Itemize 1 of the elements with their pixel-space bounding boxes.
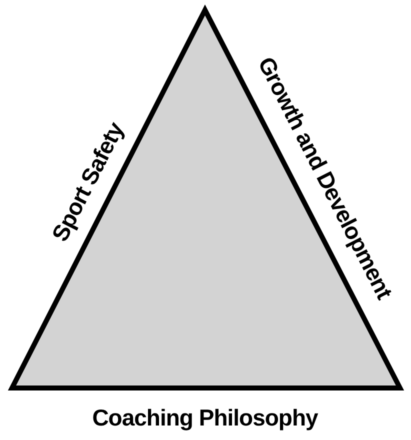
base-label: Coaching Philosophy	[92, 406, 318, 430]
